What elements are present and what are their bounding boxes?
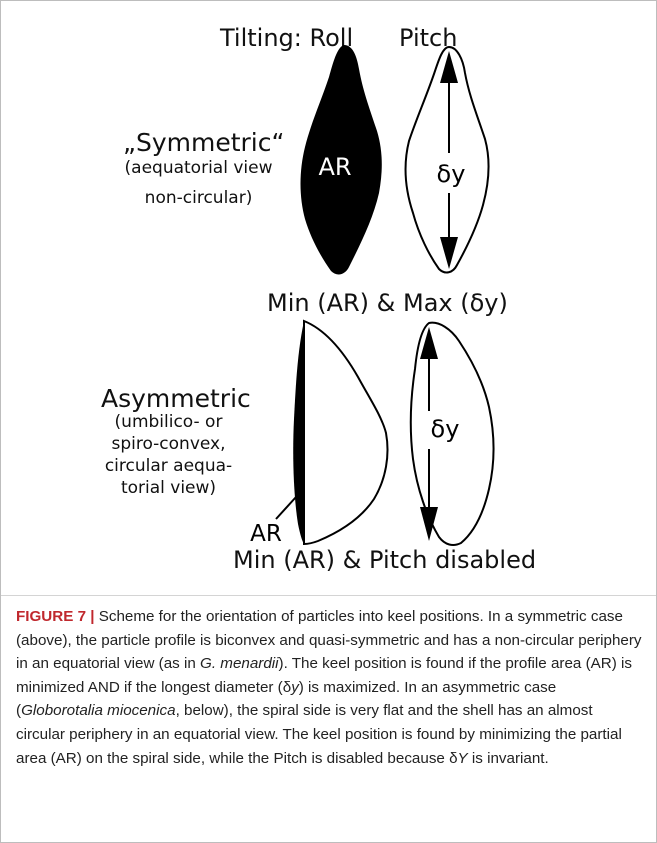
asymmetric-dy-label: δy [431, 415, 460, 443]
asymmetric-sub1: (umbilico- or [101, 412, 236, 432]
asymmetric-ar-label: AR [250, 521, 282, 547]
caption-figure-label: FIGURE 7 | [16, 608, 95, 625]
caption-divider [1, 595, 656, 596]
asymmetric-result: Min (AR) & Pitch disabled [233, 546, 536, 574]
asymmetric-sub4: torial view) [101, 478, 236, 498]
figure-diagram: Tilting: Roll Pitch „Symmetric“ (aequato… [1, 1, 656, 591]
asymmetric-roll-outline [304, 321, 388, 544]
symmetric-sub1: (aequatorial view [116, 158, 281, 178]
asymmetric-roll-shape: AR [246, 319, 396, 549]
symmetric-dy-label: δy [437, 160, 466, 188]
asymmetric-pitch-shape: δy [401, 319, 501, 549]
symmetric-roll-shape: AR [297, 43, 387, 278]
symmetric-ar-label: AR [318, 153, 351, 181]
caption-italic-3: Globorotalia miocenica [21, 702, 176, 719]
figure-caption: FIGURE 7 | Scheme for the orientation of… [16, 605, 644, 770]
symmetric-title: „Symmetric“ [123, 128, 284, 157]
asymmetric-title: Asymmetric [101, 384, 251, 413]
asymmetric-ar-pointer [276, 497, 296, 519]
asymmetric-roll-spiral-side [293, 321, 304, 544]
caption-italic-2: y [291, 679, 299, 696]
asymmetric-sub3: circular aequa- [101, 456, 236, 476]
caption-text-5: is invariant. [468, 750, 549, 767]
caption-italic-4: Y [458, 750, 468, 767]
symmetric-result: Min (AR) & Max (δy) [267, 289, 508, 317]
symmetric-pitch-shape: δy [399, 43, 494, 278]
caption-italic-1: G. menardii [200, 655, 279, 672]
asymmetric-sub2: spiro-convex, [101, 434, 236, 454]
symmetric-sub2: non-circular) [116, 188, 281, 208]
